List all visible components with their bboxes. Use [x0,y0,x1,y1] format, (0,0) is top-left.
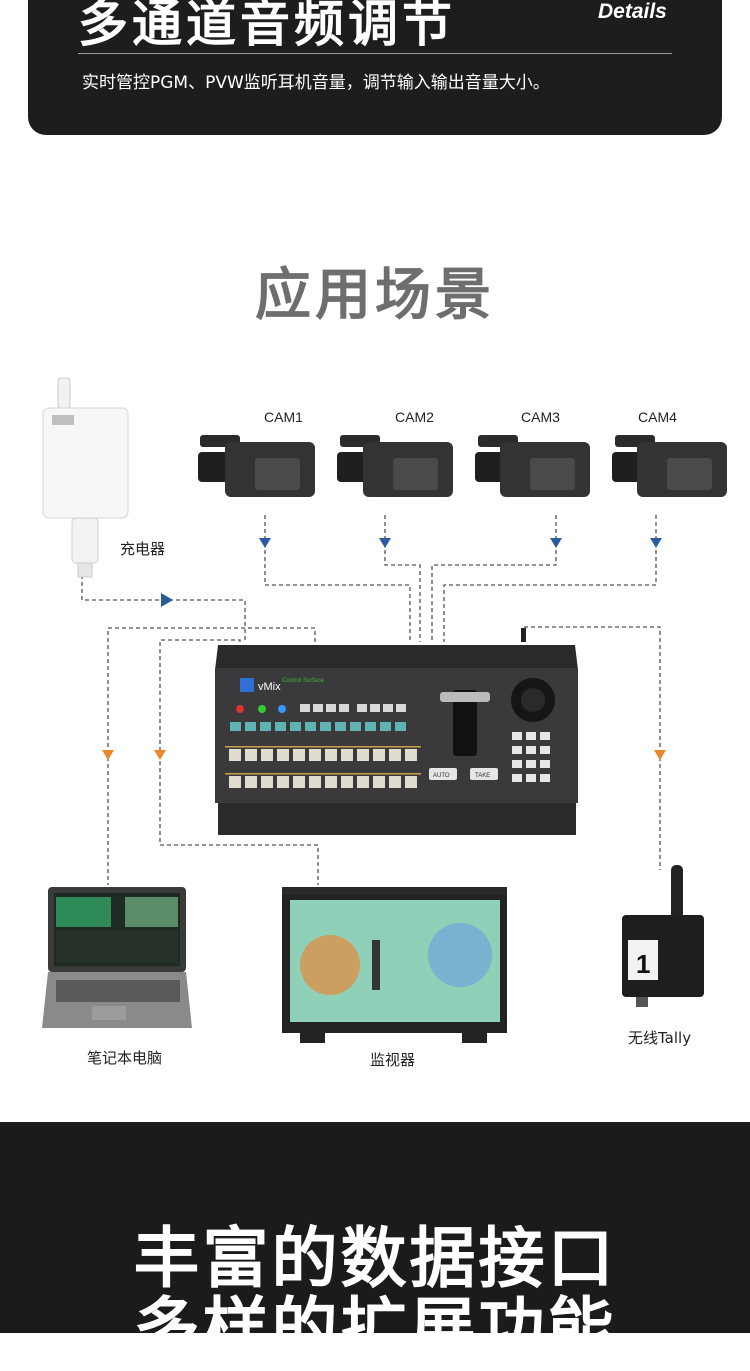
application-diagram: 充电器 CAM1 CAM2 CAM3 CAM4 vMix Control Sur… [0,377,750,1100]
antenna [521,628,526,642]
charger-label: 充电器 [120,540,165,558]
arrow-right-icon [161,593,173,607]
charger-image [42,377,129,578]
cam3-label: CAM3 [521,409,560,425]
feature-description: 实时管控PGM、PVW监听耳机音量，调节输入输出音量大小。 [82,73,550,93]
cam4-label: CAM4 [638,409,677,425]
arrow-down-icon [379,538,391,548]
feature-card [28,0,722,135]
camera-1 [198,435,315,497]
tally-image: 1 [622,865,704,1007]
feature-title: 多通道音频调节 [78,0,456,53]
camera-2 [337,435,453,497]
section-title: 应用场景 [255,263,495,328]
control-surface: vMix Control Surface [215,628,578,835]
footer-title-line2: 多样的扩展功能 [133,1290,617,1367]
monitor-label: 监视器 [370,1051,415,1069]
laptop-label: 笔记本电脑 [87,1049,162,1067]
cam2-label: CAM2 [395,409,434,425]
panel-subtitle: Control Surface [282,678,324,684]
monitor-image [282,887,507,1043]
panel-brand: vMix [258,681,281,693]
cam1-label: CAM1 [264,409,303,425]
arrow-down-icon [102,750,114,760]
arrow-down-icon [650,538,662,548]
tally-label: 无线Tally [628,1029,691,1047]
auto-button-label: AUTO [433,773,450,779]
arrow-down-icon [154,750,166,760]
footer-title-line1: 丰富的数据接口 [133,1220,617,1297]
camera-3 [475,435,590,497]
divider [78,53,672,54]
tally-number: 1 [636,949,650,979]
vmix-logo-icon [240,678,254,692]
arrow-down-icon [550,538,562,548]
arrow-down-icon [654,750,666,760]
arrow-markers [102,538,666,760]
take-button-label: TAKE [475,773,490,779]
details-label: Details [598,0,667,23]
arrow-down-icon [259,538,271,548]
footer-band [0,1122,750,1333]
tbar-handle [440,692,490,702]
camera-4 [612,435,727,497]
laptop-image [42,887,192,1028]
